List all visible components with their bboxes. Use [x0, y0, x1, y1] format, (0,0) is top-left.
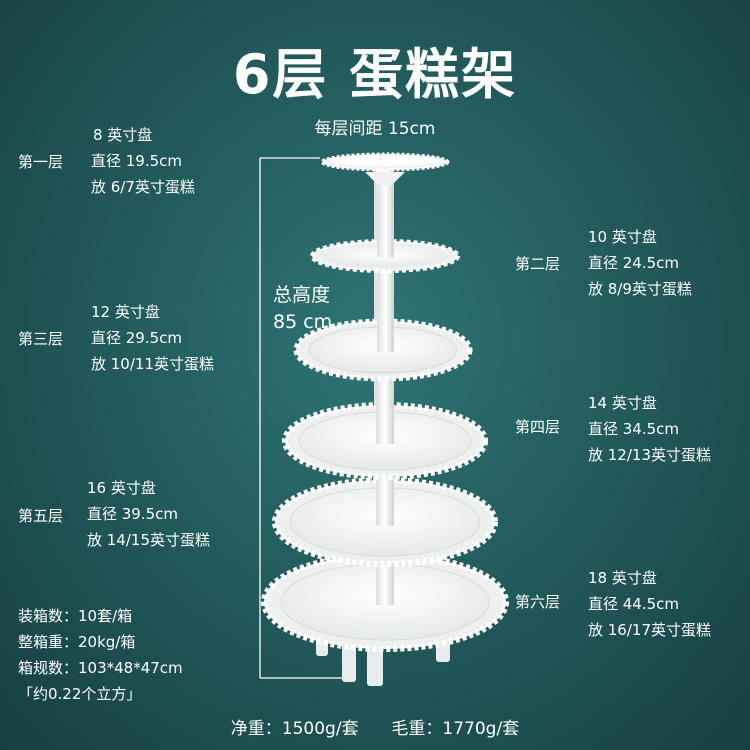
tier-6-diameter: 直径 44.5cm — [588, 595, 680, 613]
total-height-value: 85 cm — [273, 311, 333, 333]
total-height-label: 总高度 — [273, 284, 331, 306]
tier-3-spec: 12 英寸盘 直径 29.5cm 放 10/11英寸蛋糕 — [91, 299, 214, 377]
packing-box-size: 箱规数：103*48*47cm — [18, 659, 183, 677]
packing-info: 装箱数：10套/箱 整箱重：20kg/箱 箱规数：103*48*47cm 「约0… — [18, 603, 183, 707]
page-title: 6层 蛋糕架 — [232, 43, 518, 106]
tier-5-diameter: 直径 39.5cm — [87, 505, 179, 523]
tier-1-diameter: 直径 19.5cm — [91, 152, 183, 170]
tier-2-fits: 放 8/9英寸蛋糕 — [588, 280, 692, 298]
pole-segment — [376, 372, 394, 444]
tier-2-size: 10 英寸盘 — [588, 228, 657, 246]
packing-per-box: 装箱数：10套/箱 — [18, 607, 133, 625]
weight-line: 净重：1500g/套 毛重：1770g/套 — [0, 714, 750, 739]
tier-2-spec: 10 英寸盘 直径 24.5cm 放 8/9英寸蛋糕 — [588, 224, 692, 302]
tier-3-size: 12 英寸盘 — [91, 303, 160, 321]
tier-5-label: 第五层 — [18, 507, 64, 525]
tier-spacing-note: 每层间距 15cm — [314, 119, 436, 139]
tier-3-diameter: 直径 29.5cm — [91, 329, 183, 347]
tier-6-label: 第六层 — [515, 593, 561, 611]
packing-volume: 「约0.22个立方」 — [18, 685, 142, 703]
tier-5-spec: 16 英寸盘 直径 39.5cm 放 14/15英寸蛋糕 — [87, 475, 210, 553]
pole-segment — [377, 268, 394, 352]
tier-4-label: 第四层 — [515, 418, 561, 436]
total-height: 总高度 85 cm — [273, 282, 332, 336]
tier-4-size: 14 英寸盘 — [588, 394, 657, 412]
gross-weight: 毛重：1770g/套 — [391, 719, 520, 739]
packing-box-weight: 整箱重：20kg/箱 — [18, 633, 136, 651]
tier-6-spec: 18 英寸盘 直径 44.5cm 放 16/17英寸蛋糕 — [588, 565, 711, 643]
tier-4-fits: 放 12/13英寸蛋糕 — [588, 446, 711, 464]
tier-3-label: 第三层 — [18, 330, 64, 348]
tier-6-fits: 放 16/17英寸蛋糕 — [588, 621, 711, 639]
tier-1-fits: 放 6/7英寸蛋糕 — [91, 178, 195, 196]
height-bracket — [259, 157, 355, 679]
plate-tier-1 — [320, 152, 450, 185]
tier-5-fits: 放 14/15英寸蛋糕 — [87, 531, 210, 549]
tier-1-size: 8 英寸盘 — [93, 126, 153, 144]
tier-2-diameter: 直径 24.5cm — [588, 254, 680, 272]
tier-1-spec: 8 英寸盘 直径 19.5cm 放 6/7英寸蛋糕 — [91, 122, 195, 200]
tier-1-label: 第一层 — [18, 153, 64, 171]
tier-6-size: 18 英寸盘 — [588, 569, 657, 587]
tier-3-fits: 放 10/11英寸蛋糕 — [91, 355, 214, 373]
net-weight: 净重：1500g/套 — [230, 719, 359, 739]
tier-2-label: 第二层 — [515, 255, 561, 273]
pole-segment — [377, 175, 394, 257]
tier-4-diameter: 直径 34.5cm — [588, 420, 680, 438]
tier-5-size: 16 英寸盘 — [87, 479, 156, 497]
pole-segment — [376, 565, 394, 605]
pole-segment — [376, 470, 394, 526]
tier-4-spec: 14 英寸盘 直径 34.5cm 放 12/13英寸蛋糕 — [588, 390, 711, 468]
